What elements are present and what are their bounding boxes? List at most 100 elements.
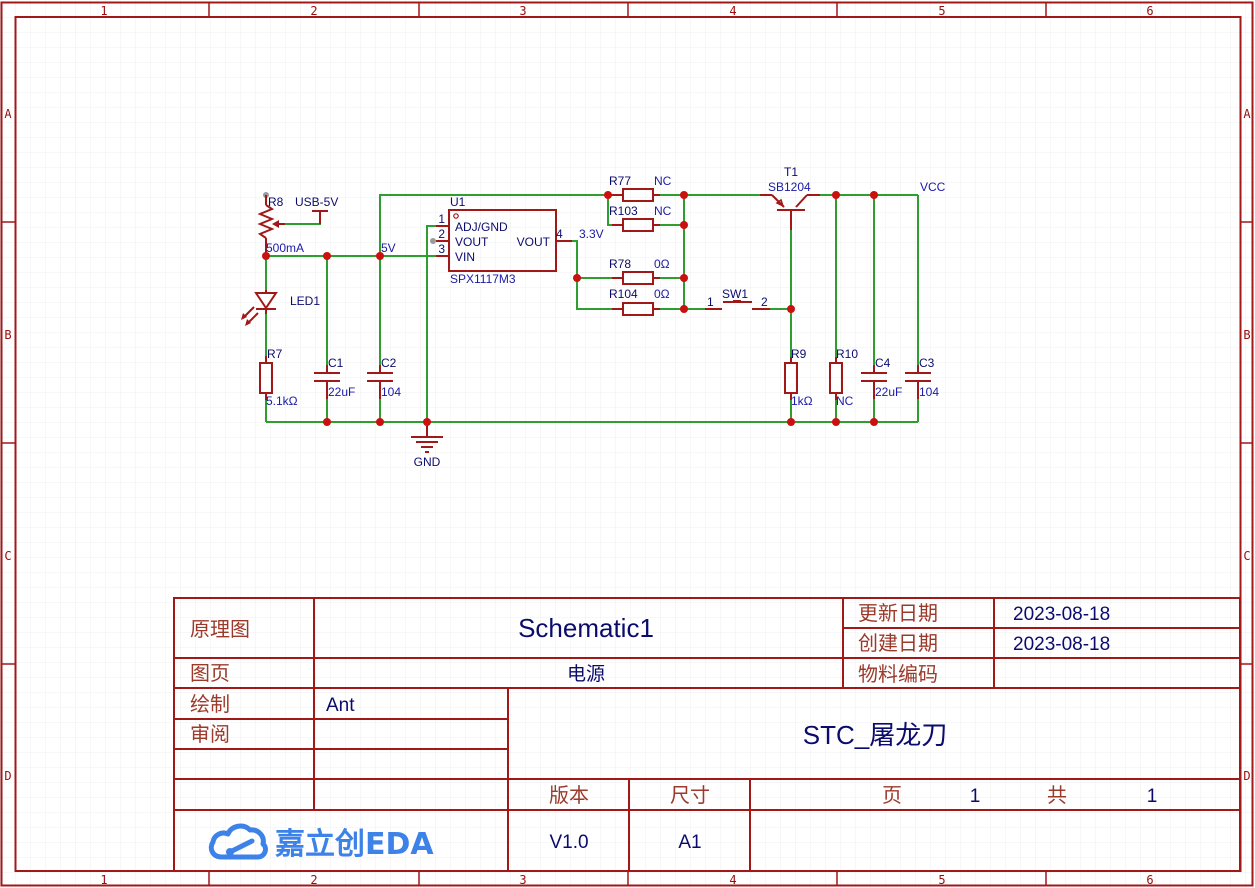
component-r10[interactable]: R10 NC xyxy=(829,347,858,408)
junction-dot xyxy=(870,418,878,426)
label-version: 版本 xyxy=(549,783,589,807)
component-r8[interactable]: R8 xyxy=(257,192,285,256)
frame-column-labels: 1 2 3 4 5 6 1 2 3 4 5 6 xyxy=(100,4,1153,887)
label-updated-date: 更新日期 xyxy=(858,601,938,625)
net-port-usb-5v[interactable]: USB-5V xyxy=(295,195,338,224)
component-sw1[interactable]: SW1 1 2 xyxy=(705,287,770,310)
created-date: 2023-08-18 xyxy=(1013,634,1110,655)
junction-dot xyxy=(680,274,688,282)
cloud-icon xyxy=(208,823,268,860)
gnd-symbol[interactable]: GND xyxy=(411,422,443,469)
column-label: 4 xyxy=(729,4,736,18)
label-material-code: 物料编码 xyxy=(858,662,938,686)
value-u1: SPX1117M3 xyxy=(450,272,516,286)
component-r77[interactable]: R77 NC xyxy=(609,174,672,202)
wire[interactable] xyxy=(572,240,612,279)
junction-dot xyxy=(376,418,384,426)
jlc-eda-logo: 嘉立创EDA xyxy=(208,823,434,862)
ref-led1: LED1 xyxy=(290,294,320,308)
row-label: C xyxy=(1243,549,1250,563)
pin-name: VOUT xyxy=(455,235,489,249)
row-label: B xyxy=(4,328,11,342)
pin-number: 3 xyxy=(438,242,445,256)
column-label: 3 xyxy=(519,4,526,18)
ref-r7: R7 xyxy=(267,347,283,361)
sheet-total: 1 xyxy=(1147,786,1158,807)
pin-name: ADJ/GND xyxy=(455,220,508,234)
value-t1: SB1204 xyxy=(768,180,811,194)
component-r7[interactable]: R7 5.1kΩ xyxy=(259,347,298,408)
column-label: 3 xyxy=(519,873,526,887)
column-label: 1 xyxy=(100,4,107,18)
value-r9: 1kΩ xyxy=(791,394,813,408)
net-label-3v3: 3.3V xyxy=(579,227,604,241)
ref-sw1: SW1 xyxy=(722,287,748,301)
junctions xyxy=(262,191,878,426)
value-r10: NC xyxy=(836,394,854,408)
pin-number: 2 xyxy=(761,295,768,309)
component-c3[interactable]: C3 104 xyxy=(905,356,939,399)
row-label: A xyxy=(4,107,12,121)
project-name: STC_屠龙刀 xyxy=(803,720,947,750)
pin-name: VOUT xyxy=(517,235,551,249)
row-label: A xyxy=(1243,107,1251,121)
component-r78[interactable]: R78 0Ω xyxy=(609,257,670,285)
page-name: 电源 xyxy=(567,663,605,685)
ref-c1: C1 xyxy=(328,356,344,370)
component-r9[interactable]: R9 1kΩ xyxy=(784,347,813,408)
frame-row-labels: A B C D A B C D xyxy=(4,107,1251,783)
component-u1[interactable]: 1 2 3 4 ADJ/GND VOUT VIN VOUT U1 SPX1117… xyxy=(430,195,572,286)
row-label: C xyxy=(4,549,11,563)
row-label: B xyxy=(1243,328,1250,342)
drawn-by: Ant xyxy=(326,695,355,716)
wire[interactable] xyxy=(379,194,612,256)
row-label: D xyxy=(4,769,11,783)
label-drawn: 绘制 xyxy=(190,692,230,716)
label-size: 尺寸 xyxy=(670,783,710,807)
pin-number: 2 xyxy=(438,227,445,241)
junction-dot xyxy=(376,252,384,260)
row-label: D xyxy=(1243,769,1250,783)
column-label: 4 xyxy=(729,873,736,887)
component-c2[interactable]: C2 104 xyxy=(367,356,401,399)
ref-u1: U1 xyxy=(450,195,466,209)
pin-number: 4 xyxy=(556,227,563,241)
value-r104: 0Ω xyxy=(654,287,670,301)
label-schematic: 原理图 xyxy=(190,617,250,641)
column-label: 2 xyxy=(310,873,317,887)
ref-r9: R9 xyxy=(791,347,807,361)
value-c4: 22uF xyxy=(875,385,902,399)
component-led1[interactable]: LED1 xyxy=(241,290,320,326)
logo-text: 嘉立创EDA xyxy=(275,827,434,862)
size-value: A1 xyxy=(678,832,701,853)
value-c1: 22uF xyxy=(328,385,355,399)
column-label: 5 xyxy=(938,873,945,887)
junction-dot xyxy=(832,418,840,426)
net-label-5v: 5V xyxy=(381,241,396,255)
junction-dot xyxy=(604,191,612,199)
component-t1[interactable]: T1 SB1204 xyxy=(760,165,820,230)
label-page: 图页 xyxy=(190,661,230,685)
component-c4[interactable]: C4 22uF xyxy=(861,356,902,399)
label-review: 审阅 xyxy=(190,722,230,746)
label-total: 共 xyxy=(1047,783,1067,807)
net-label-vcc: VCC xyxy=(920,180,946,194)
junction-dot xyxy=(787,418,795,426)
component-c1[interactable]: C1 22uF xyxy=(314,356,355,399)
wire[interactable] xyxy=(576,278,612,310)
ref-c3: C3 xyxy=(919,356,935,370)
wire[interactable] xyxy=(607,195,612,226)
junction-dot xyxy=(423,418,431,426)
component-r103[interactable]: R103 NC xyxy=(609,204,672,232)
ref-c2: C2 xyxy=(381,356,397,370)
component-r104[interactable]: R104 0Ω xyxy=(609,287,670,316)
wiper-arrow xyxy=(272,220,279,228)
junction-dot xyxy=(262,252,270,260)
ref-r78: R78 xyxy=(609,257,631,271)
net-label-gnd: GND xyxy=(414,455,441,469)
column-label: 1 xyxy=(100,873,107,887)
value-r103: NC xyxy=(654,204,672,218)
title-block: 原理图 图页 绘制 审阅 更新日期 创建日期 物料编码 版本 尺寸 页 共 Sc… xyxy=(173,597,1241,872)
